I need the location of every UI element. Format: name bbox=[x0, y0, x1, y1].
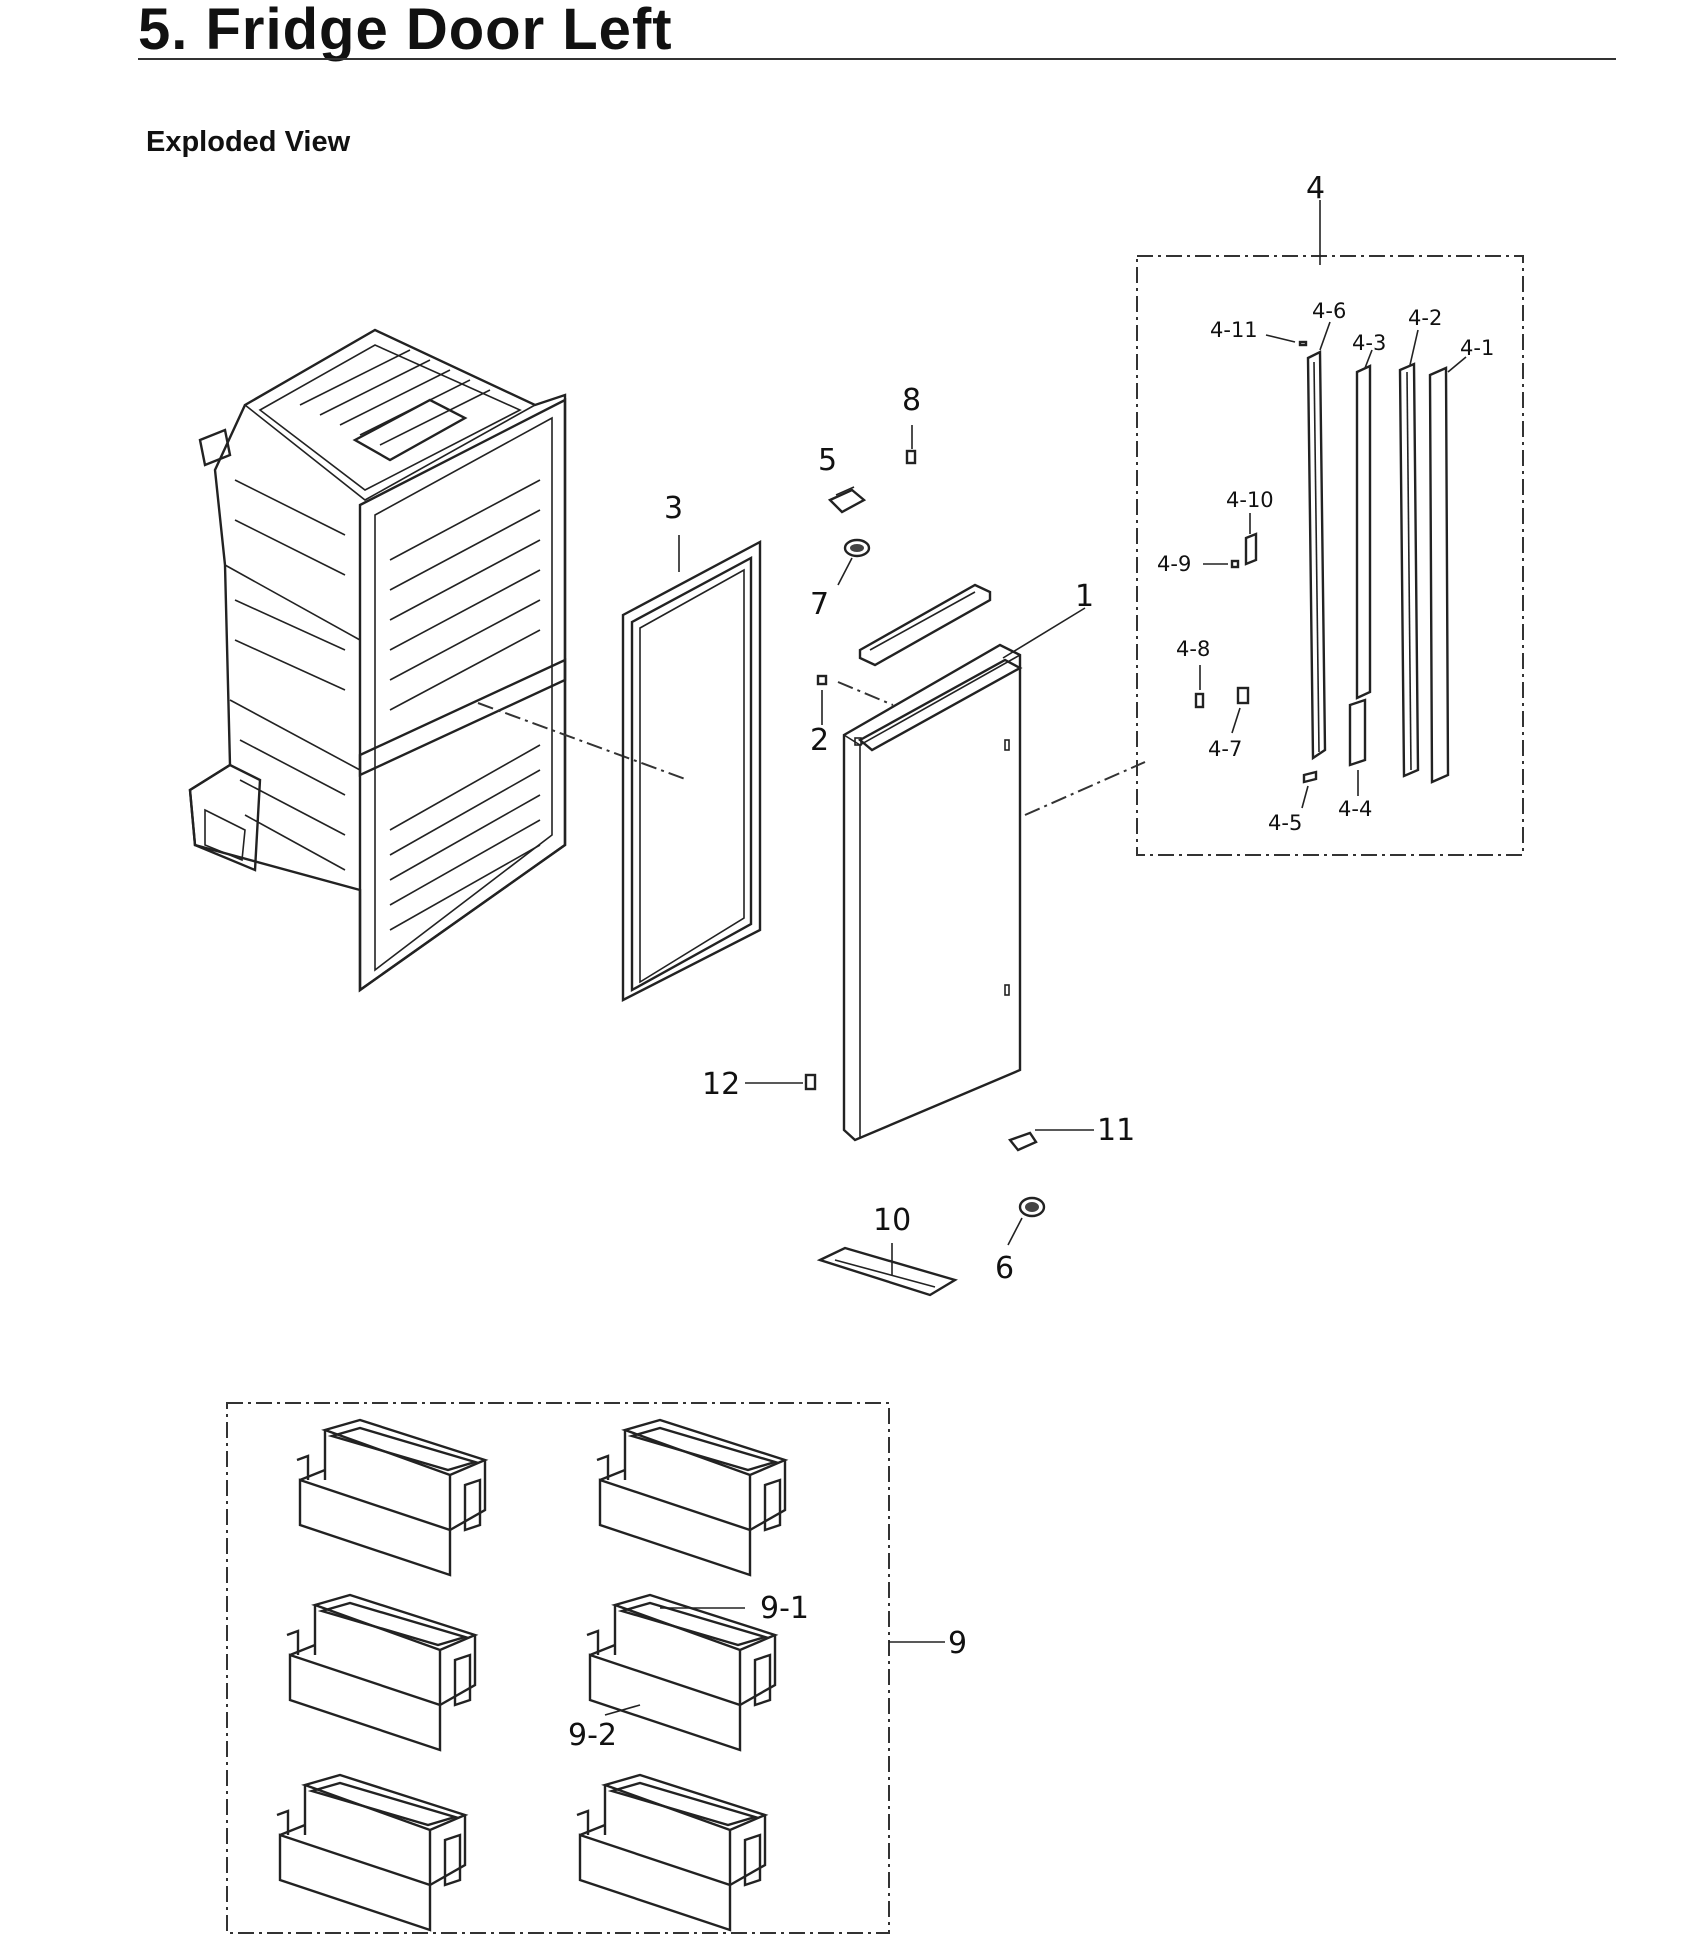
label-4-5: 4-5 bbox=[1268, 811, 1302, 835]
section-subtitle: Exploded View bbox=[146, 126, 351, 158]
label-4-2: 4-2 bbox=[1408, 306, 1442, 330]
door-bin bbox=[296, 1418, 489, 1577]
page-title: 5. Fridge Door Left bbox=[138, 0, 673, 62]
callout-labels: 1 2 3 4 5 6 7 8 9 10 11 12 4-1 4-2 4-3 4… bbox=[568, 171, 1494, 1753]
label-4-7: 4-7 bbox=[1208, 737, 1242, 761]
door-bin bbox=[286, 1593, 479, 1752]
label-4: 4 bbox=[1306, 171, 1325, 206]
label-9: 9 bbox=[948, 1626, 967, 1661]
label-12: 12 bbox=[702, 1067, 740, 1102]
label-2: 2 bbox=[810, 723, 829, 758]
door-bin bbox=[586, 1593, 779, 1752]
label-5: 5 bbox=[818, 443, 837, 478]
fridge-cabinet bbox=[188, 328, 689, 993]
label-4-3: 4-3 bbox=[1352, 331, 1386, 355]
label-11: 11 bbox=[1097, 1113, 1135, 1148]
label-4-4: 4-4 bbox=[1338, 797, 1372, 821]
door-bin bbox=[276, 1773, 469, 1932]
door-bin-group bbox=[226, 1402, 945, 1934]
label-8: 8 bbox=[902, 383, 921, 418]
label-4-9: 4-9 bbox=[1157, 552, 1191, 576]
door-top-cover bbox=[837, 583, 992, 706]
label-3: 3 bbox=[664, 491, 683, 526]
label-10: 10 bbox=[873, 1203, 911, 1238]
part-5-hinge-cover bbox=[827, 486, 867, 514]
title-rule bbox=[138, 58, 1616, 60]
label-4-11: 4-11 bbox=[1210, 318, 1258, 342]
door-bin bbox=[576, 1773, 769, 1932]
label-9-2: 9-2 bbox=[568, 1718, 617, 1753]
part-10-bottom-cap bbox=[816, 1243, 958, 1297]
part-2-stopper bbox=[816, 674, 828, 725]
trim-parts-group bbox=[1024, 200, 1524, 856]
label-9-1: 9-1 bbox=[760, 1591, 809, 1626]
label-1: 1 bbox=[1075, 579, 1094, 614]
part-7-bushing bbox=[837, 538, 871, 586]
part-8-bolt bbox=[905, 449, 917, 465]
label-4-8: 4-8 bbox=[1176, 637, 1210, 661]
label-6: 6 bbox=[995, 1251, 1014, 1286]
door-body bbox=[842, 643, 1023, 1142]
part-6-bushing bbox=[1007, 1196, 1046, 1246]
door-gasket bbox=[621, 540, 762, 1002]
label-7: 7 bbox=[810, 587, 829, 622]
part-11-hinge bbox=[1008, 1129, 1094, 1152]
door-bin bbox=[596, 1418, 789, 1577]
label-4-1: 4-1 bbox=[1460, 336, 1494, 360]
label-4-6: 4-6 bbox=[1312, 299, 1346, 323]
label-4-10: 4-10 bbox=[1226, 488, 1274, 512]
part-12-stopper bbox=[745, 1073, 817, 1091]
